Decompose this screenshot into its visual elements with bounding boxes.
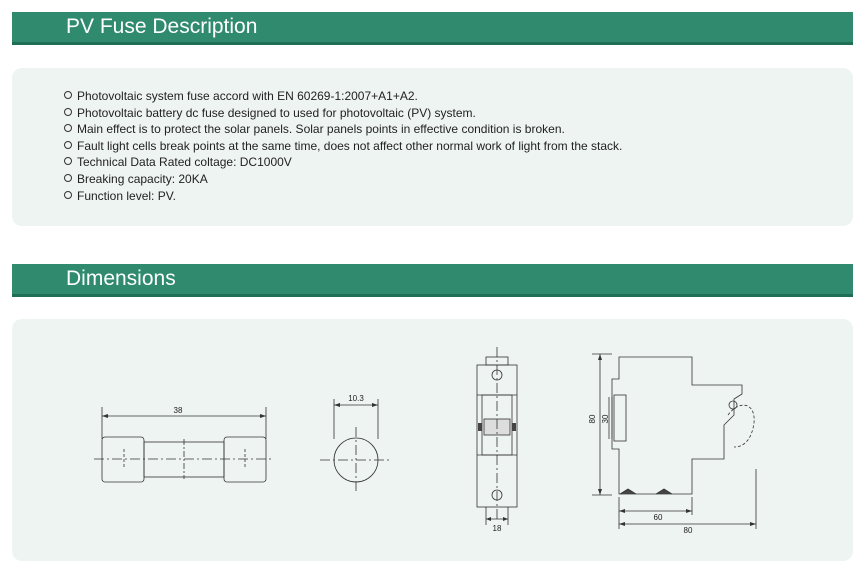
description-list: Photovoltaic system fuse accord with EN …: [64, 88, 622, 204]
description-title: PV Fuse Description: [66, 15, 258, 38]
list-item: Photovoltaic system fuse accord with EN …: [64, 88, 622, 105]
fuse-side-view: 38: [94, 406, 274, 483]
bullet-icon: [64, 107, 72, 116]
bullet-icon: [64, 140, 72, 149]
dimensions-title: Dimensions: [66, 267, 176, 290]
bullet-icon: [64, 157, 72, 166]
holder-depth-total-label: 80: [684, 526, 693, 535]
bullet-icon: [64, 190, 72, 199]
holder-height-label: 80: [588, 414, 597, 423]
list-item: Technical Data Rated coltage: DC1000V: [64, 154, 622, 171]
fuse-length-label: 38: [174, 406, 183, 415]
holder-inner-height-label: 30: [601, 414, 610, 423]
list-item: Function level: PV.: [64, 188, 622, 205]
fuse-end-view: 10.3: [320, 394, 392, 493]
holder-side-view: 80 30 60 80: [588, 353, 757, 535]
description-panel: Photovoltaic system fuse accord with EN …: [12, 68, 853, 226]
dimensions-panel: 38 10.3: [12, 319, 853, 561]
holder-depth-inner-label: 60: [654, 513, 663, 522]
dimension-drawings: 38 10.3: [94, 347, 757, 535]
description-header: PV Fuse Description: [12, 12, 853, 45]
list-item: Photovoltaic battery dc fuse designed to…: [64, 105, 622, 122]
holder-width-label: 18: [493, 524, 502, 533]
bullet-icon: [64, 124, 72, 133]
list-item: Main effect is to protect the solar pane…: [64, 121, 622, 138]
holder-front-view: 18: [476, 347, 518, 533]
fuse-diameter-label: 10.3: [348, 394, 364, 403]
dimensions-header: Dimensions: [12, 264, 853, 297]
bullet-icon: [64, 91, 72, 99]
bullet-icon: [64, 173, 72, 182]
list-item: Breaking capacity: 20KA: [64, 171, 622, 188]
list-item: Fault light cells break points at the sa…: [64, 138, 622, 155]
